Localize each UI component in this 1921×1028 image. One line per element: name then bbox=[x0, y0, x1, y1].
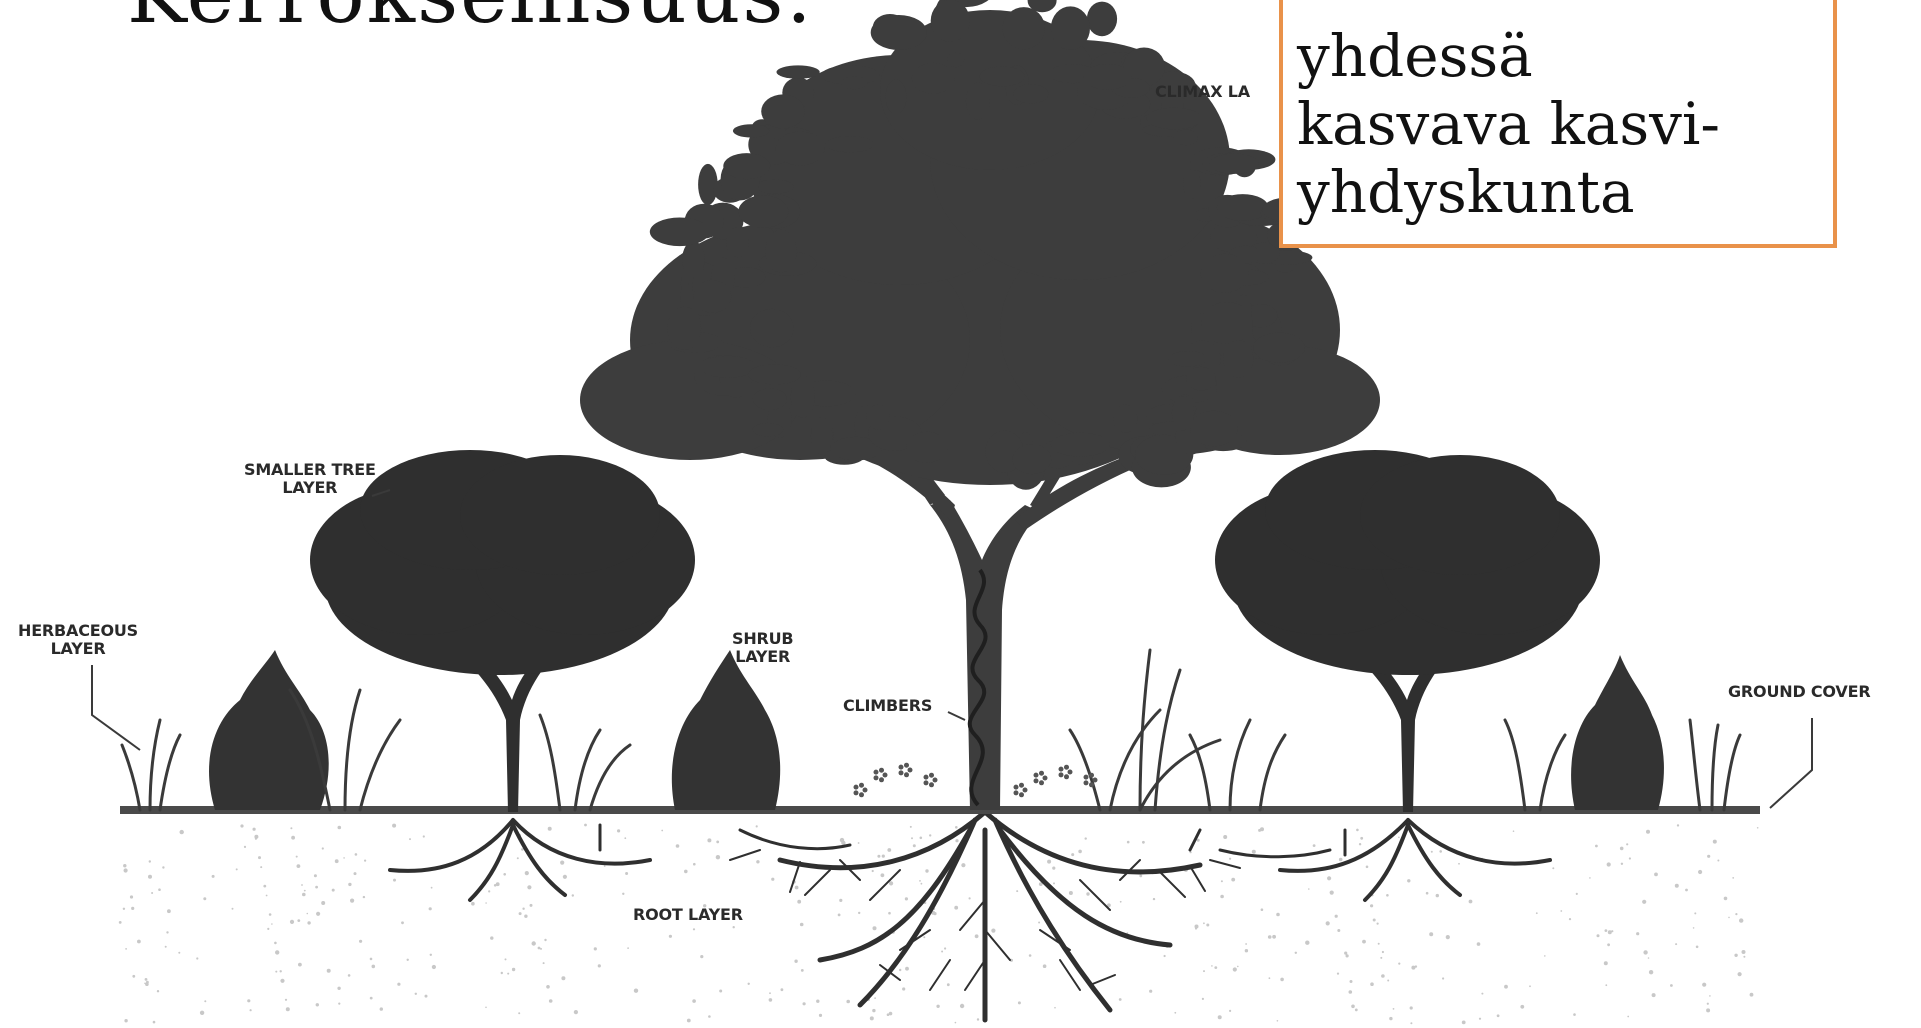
label-herbaceous-layer: HERBACEOUS LAYER bbox=[18, 622, 138, 658]
left-tree-roots bbox=[390, 820, 650, 900]
central-tree bbox=[580, 0, 1380, 810]
label-shrub-layer: SHRUB LAYER bbox=[732, 630, 793, 666]
label-root-layer: ROOT LAYER bbox=[633, 906, 743, 924]
label-smaller-tree-layer: SMALLER TREE LAYER bbox=[244, 461, 376, 497]
ground-line bbox=[120, 806, 1760, 814]
definition-callout: yhdessä kasvava kasvi- yhdyskunta bbox=[1279, 0, 1837, 248]
soil-dots bbox=[119, 824, 1759, 1025]
root-systems bbox=[390, 812, 1550, 1020]
label-climbers: CLIMBERS bbox=[843, 697, 932, 715]
left-small-tree bbox=[310, 450, 695, 812]
right-tree-roots bbox=[1280, 820, 1550, 900]
shrubs bbox=[209, 650, 1664, 810]
ground-cover-leader bbox=[1770, 718, 1812, 808]
central-trunk bbox=[930, 500, 1040, 810]
climbers-leader bbox=[948, 712, 965, 720]
slide-title: Kerroksellisuus: bbox=[127, 0, 814, 41]
callout-line-3: yhdyskunta bbox=[1297, 158, 1833, 226]
label-ground-cover: GROUND COVER bbox=[1728, 683, 1870, 701]
callout-line-1: yhdessä bbox=[1297, 22, 1833, 90]
callout-line-2: kasvava kasvi- bbox=[1297, 90, 1833, 158]
herbaceous-leader bbox=[92, 665, 140, 750]
label-climax-layer: CLIMAX LA bbox=[1155, 83, 1250, 101]
